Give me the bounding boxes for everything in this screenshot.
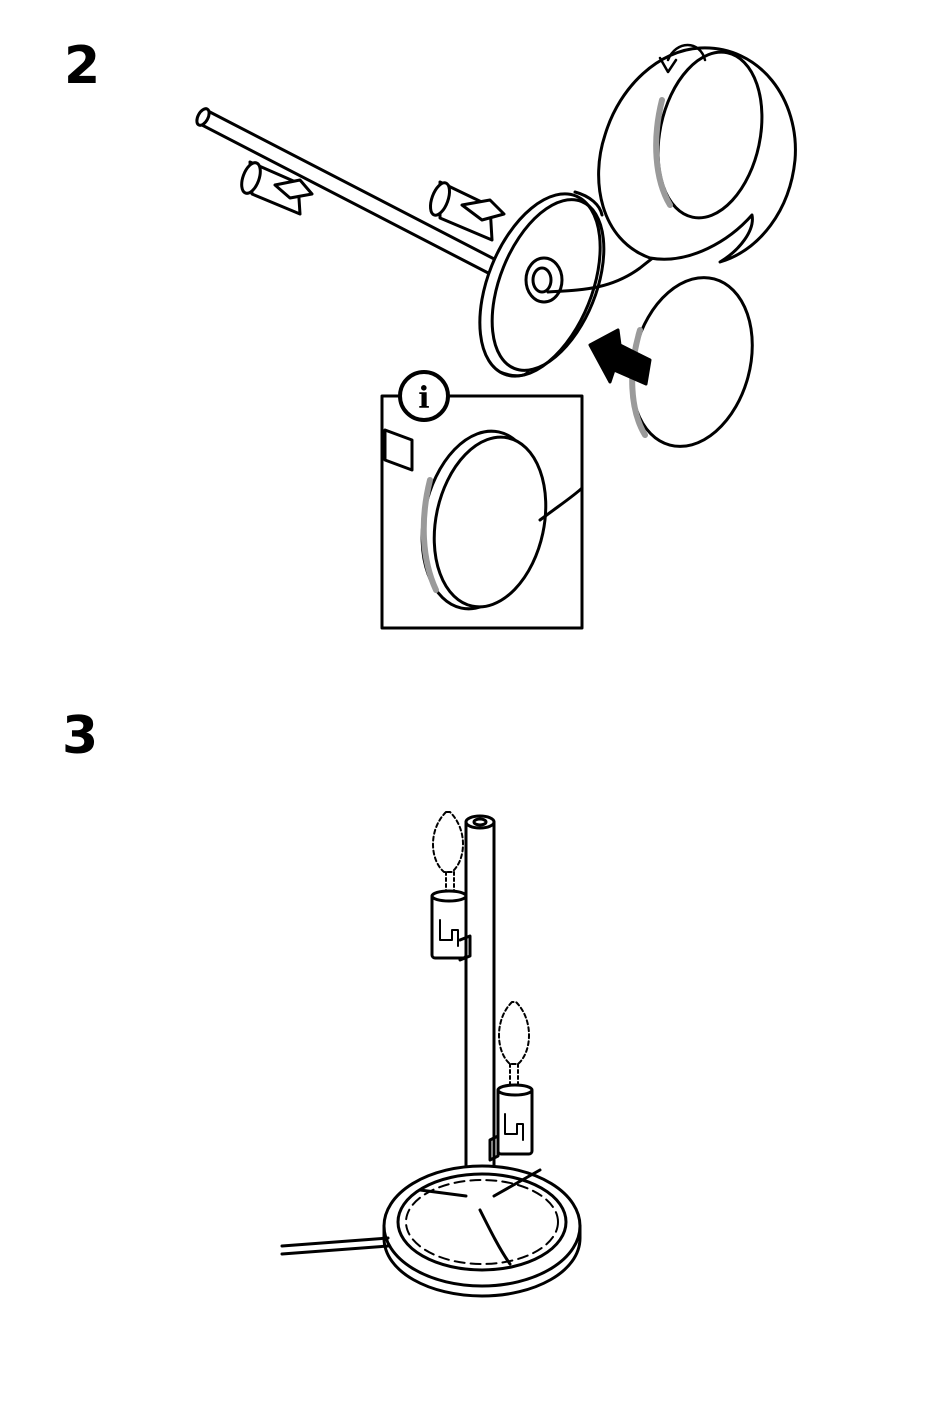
info-detail-box bbox=[382, 372, 582, 628]
step-3-illustration bbox=[282, 812, 580, 1296]
lamp-holder-left bbox=[238, 160, 312, 214]
step-2-illustration bbox=[194, 42, 795, 628]
upper-bulb-and-holder bbox=[432, 812, 470, 960]
detail-callout-flip bbox=[599, 42, 796, 262]
round-base bbox=[384, 1166, 580, 1296]
info-label: i bbox=[418, 381, 429, 416]
floor-cable bbox=[282, 1238, 388, 1254]
lower-bulb-and-holder bbox=[490, 1002, 532, 1160]
